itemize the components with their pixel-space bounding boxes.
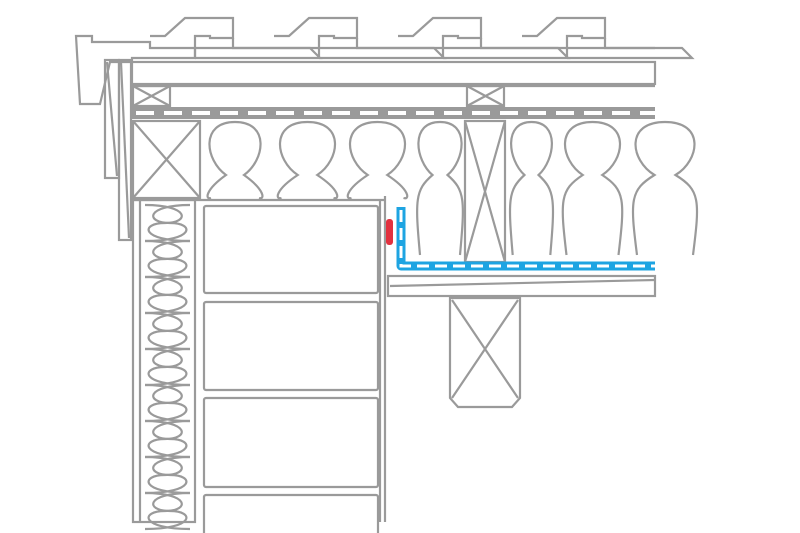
fascia-board-diagonal xyxy=(105,61,119,177)
insulation-blob xyxy=(346,120,409,200)
insulation-blob xyxy=(416,120,464,256)
ceiling-beam xyxy=(448,296,522,409)
wall-insulation-wave xyxy=(144,311,191,351)
fascia-board-inner xyxy=(117,58,133,242)
wall-stud-column xyxy=(131,198,197,524)
wall-insulation-wave xyxy=(144,347,191,387)
counter-batten xyxy=(465,84,506,108)
sealing-tape xyxy=(386,219,393,245)
wall-insulation-wave xyxy=(144,455,191,495)
wall-insulation-wave xyxy=(144,419,191,459)
vapour-barrier xyxy=(396,207,655,271)
masonry-block xyxy=(202,493,380,533)
ceiling-board xyxy=(386,274,657,298)
rafter-insulation xyxy=(206,120,699,256)
fascia-board-diagonal xyxy=(119,61,131,239)
tile-batten-band xyxy=(130,60,657,86)
rafter-left xyxy=(131,119,202,200)
masonry-blocks xyxy=(202,204,380,533)
insulation-blob xyxy=(206,120,264,200)
vapour-barrier-inner xyxy=(399,210,655,268)
masonry-block xyxy=(202,300,380,392)
eave-tile-edge xyxy=(74,34,197,106)
ceiling-board-line xyxy=(389,278,656,288)
wall-insulation-wave xyxy=(144,275,191,315)
wall-insulation-wave xyxy=(144,203,191,243)
roof-tile xyxy=(150,16,235,58)
wall-insulation-wave xyxy=(144,239,191,279)
insulation-blob xyxy=(276,120,339,200)
masonry-block xyxy=(202,204,380,295)
insulation-blob xyxy=(508,120,555,256)
insulation-blob xyxy=(561,120,624,256)
wall-stud-insulation xyxy=(144,203,191,531)
rafter-middle xyxy=(463,119,507,264)
roof-tiles xyxy=(150,16,695,60)
wall-insulation-wave xyxy=(144,383,191,423)
insulation-blob xyxy=(631,120,699,256)
wall-insulation-wave xyxy=(144,491,191,531)
counter-batten xyxy=(131,84,172,108)
masonry-block xyxy=(202,396,380,489)
roof-tile-body xyxy=(567,38,695,60)
